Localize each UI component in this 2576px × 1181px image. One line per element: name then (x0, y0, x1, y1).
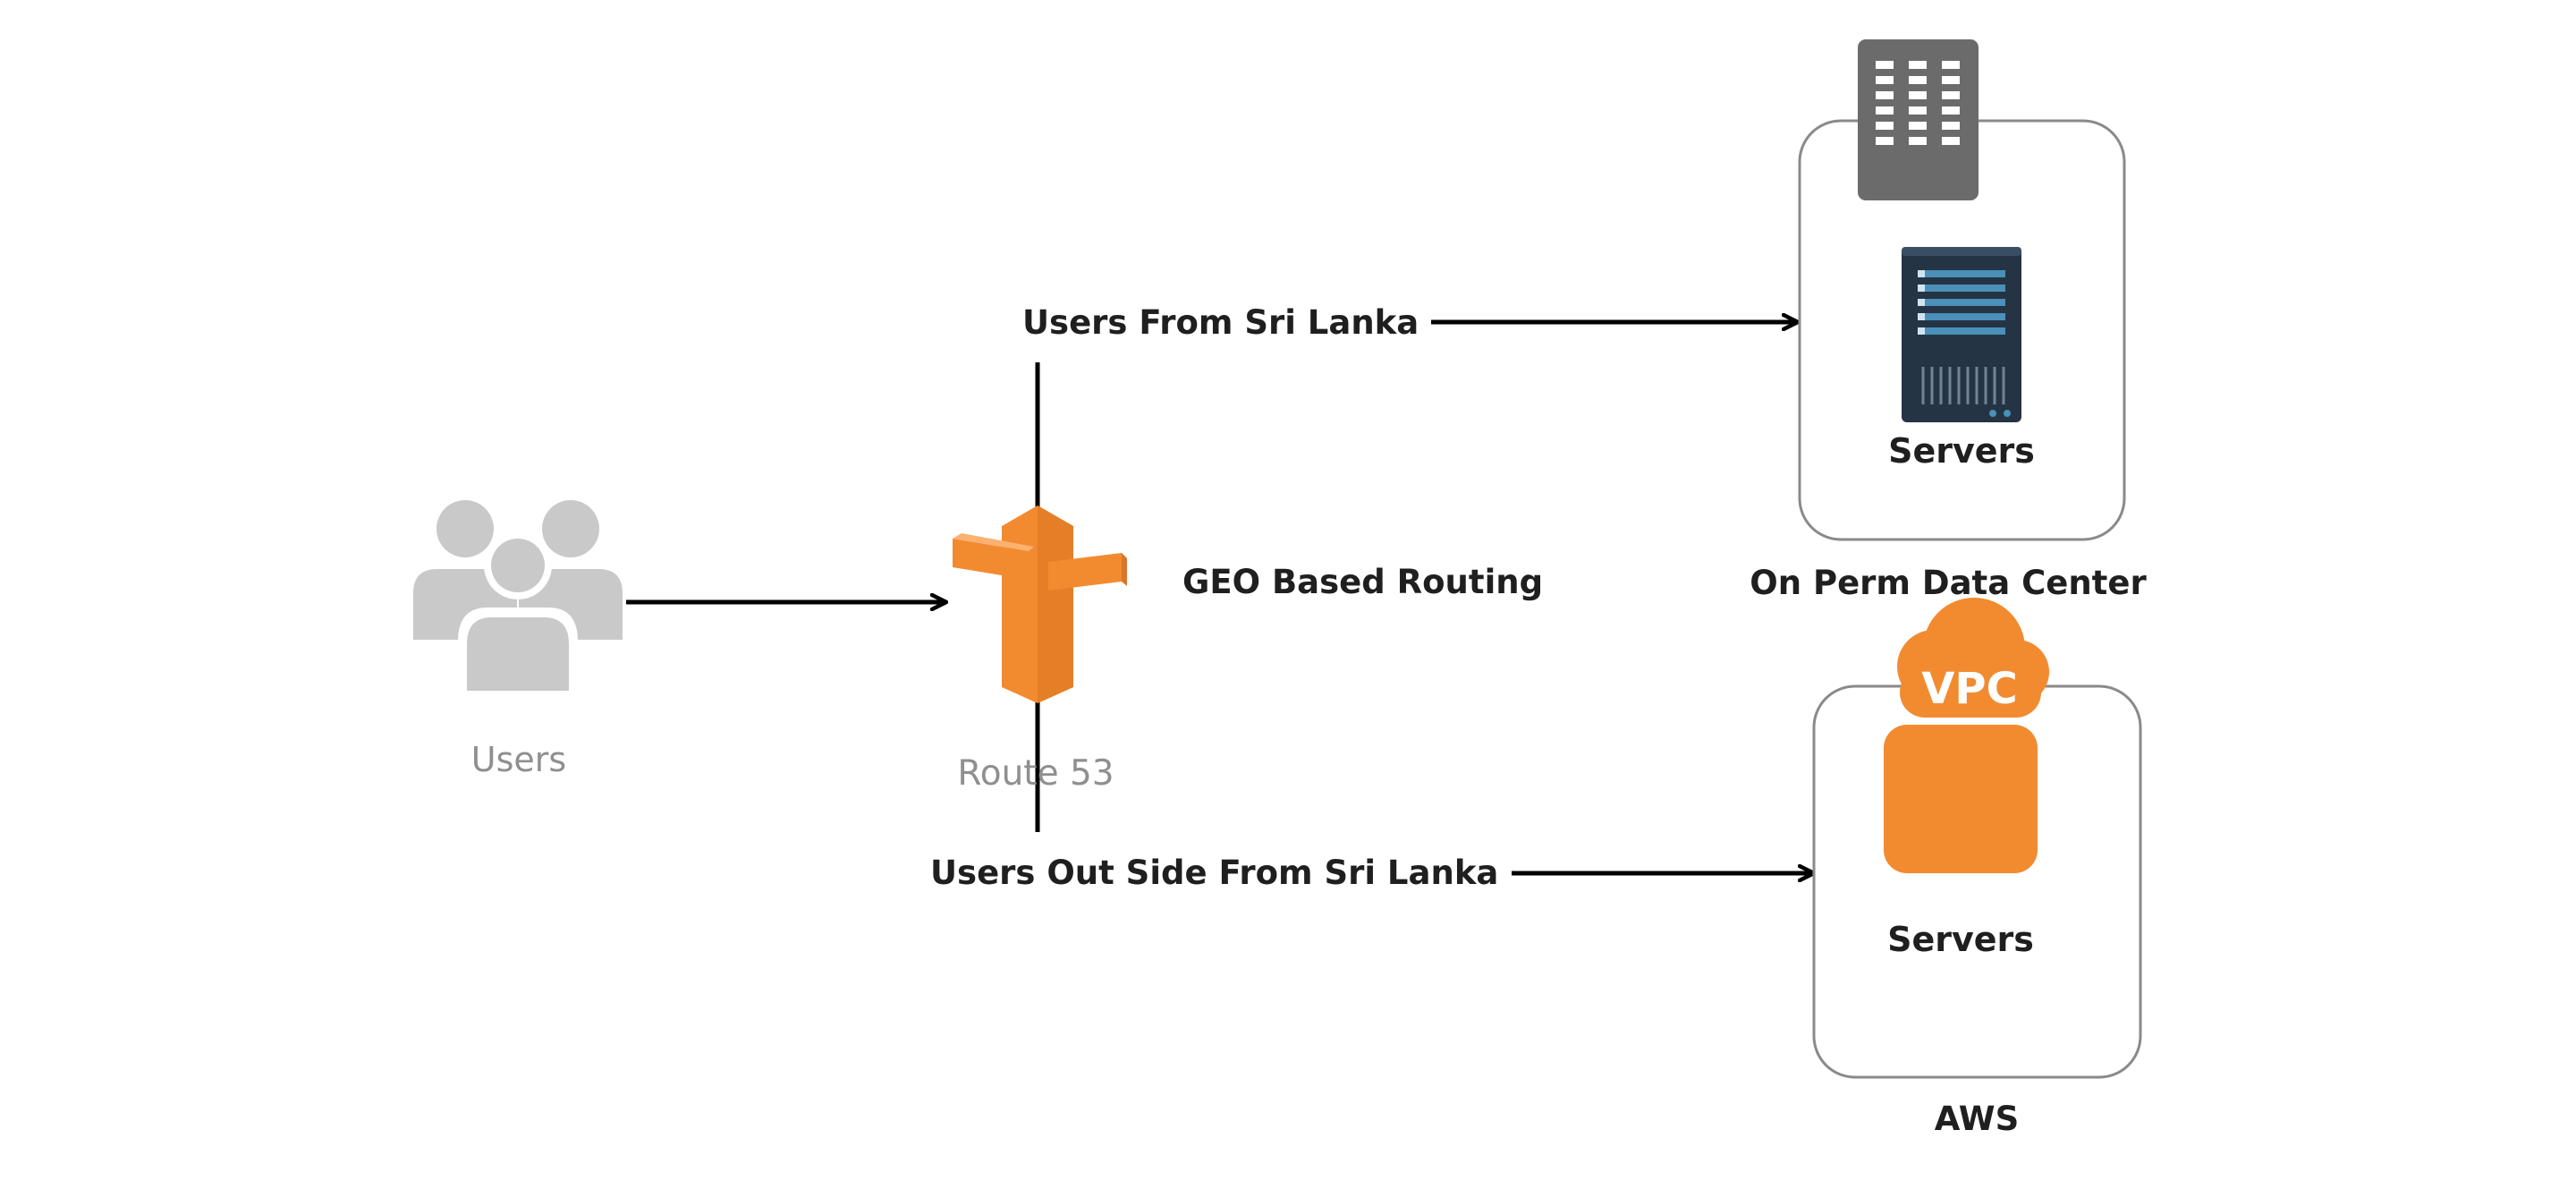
vpc-label: VPC (1921, 664, 2018, 714)
route53-label: Route 53 (957, 753, 1114, 794)
route53-icon (953, 506, 1127, 703)
vpc-cloud-icon (1897, 598, 2049, 718)
users-label: Users (471, 740, 566, 779)
vpc-server-block (1884, 725, 2038, 873)
geo-routing-label: GEO Based Routing (1182, 563, 1543, 601)
onprem-caption: On Perm Data Center (1750, 564, 2147, 602)
onprem-servers-label: Servers (1888, 431, 2035, 471)
aws-caption: AWS (1935, 1100, 2019, 1138)
aws-servers-label: Servers (1887, 920, 2034, 959)
building-icon (1858, 39, 1979, 200)
edge-label-sri-lanka: Users From Sri Lanka (1022, 303, 1419, 342)
edge-label-outside: Users Out Side From Sri Lanka (930, 854, 1498, 892)
users-icon (413, 500, 623, 693)
server-rack-icon (1902, 247, 2021, 422)
